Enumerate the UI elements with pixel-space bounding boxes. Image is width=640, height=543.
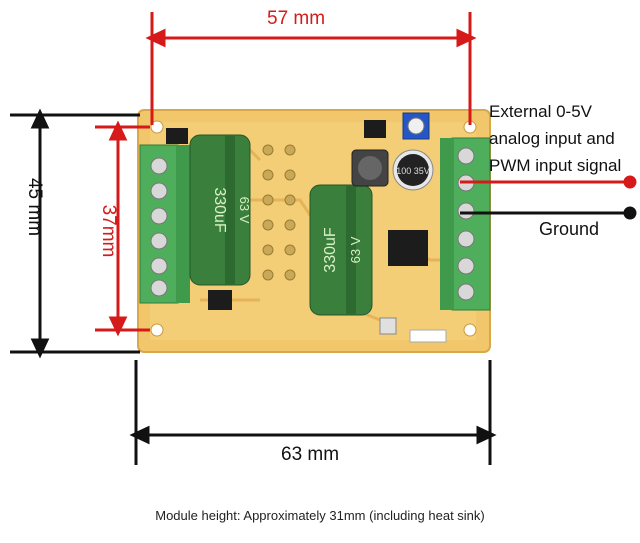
height-inner-label: 37mm — [98, 204, 119, 258]
ic-chip — [388, 230, 428, 266]
height-outer-label: 45 mm — [24, 177, 45, 237]
black-dimension-lines — [10, 108, 637, 465]
signal-annotation-line3: PWM input signal — [489, 156, 622, 175]
transistor — [166, 128, 188, 144]
small-capacitor: 100 35V — [392, 149, 434, 191]
caption: Module height: Approximately 31mm (inclu… — [155, 508, 485, 523]
right-terminal-block — [440, 137, 491, 311]
cap-center-value: 330uF — [322, 227, 339, 273]
solder-pads — [262, 144, 296, 281]
ground-annotation: Ground — [539, 219, 600, 239]
cap-center-voltage: 63 V — [348, 236, 363, 263]
signal-annotation-line1: External 0-5V — [489, 102, 592, 121]
connector-header — [409, 329, 447, 343]
small-cap-marking: 100 35V — [396, 166, 430, 176]
cap-left-voltage: 63 V — [237, 197, 252, 224]
cap-left-value: 330uF — [211, 187, 228, 233]
small-ic — [364, 120, 386, 138]
width-top-label: 57 mm — [267, 8, 326, 29]
inductor — [351, 149, 389, 187]
signal-annotation-line2: analog input and — [489, 129, 615, 148]
width-bottom-label: 63 mm — [281, 444, 340, 465]
potentiometer — [402, 112, 430, 140]
mosfet — [208, 290, 232, 310]
capacitor-center: 330uF 63 V — [309, 184, 373, 316]
red-dimension-lines — [95, 12, 637, 337]
left-terminal-block — [139, 144, 190, 304]
reset-button — [379, 317, 397, 335]
capacitor-left: 330uF 63 V — [189, 134, 252, 286]
